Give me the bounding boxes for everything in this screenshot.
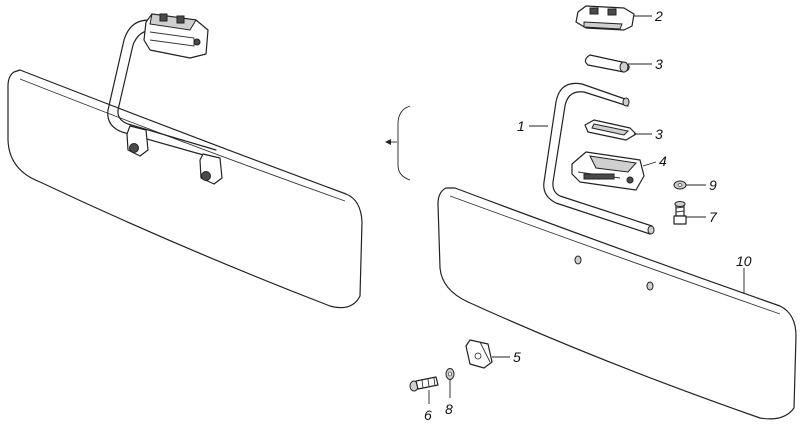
- part-1-rod: [543, 82, 655, 235]
- part-3-sleeve-lower: [584, 119, 637, 141]
- callout-9: 9: [709, 177, 717, 193]
- callout-labels: 2 3 1 3 4 9 7 10 5 6 8: [424, 8, 752, 423]
- part-4-housing: [571, 151, 645, 191]
- assembled-clip-right: [199, 153, 223, 185]
- part-9-washer: [673, 180, 687, 190]
- part-6-screw: [409, 376, 439, 392]
- assembled-rod: [107, 19, 215, 159]
- group-bracket: [385, 105, 411, 181]
- assembled-clip-left: [126, 125, 149, 157]
- leader-lines: [428, 15, 745, 404]
- part-2-bracket: [575, 5, 635, 31]
- part-10-visor-panel: [437, 187, 797, 420]
- assembled-visor-panel: [7, 69, 363, 309]
- callout-10: 10: [736, 253, 752, 269]
- callout-4: 4: [659, 153, 667, 169]
- callout-3-lower: 3: [655, 126, 663, 142]
- callout-5: 5: [513, 349, 521, 365]
- callout-1: 1: [517, 118, 525, 134]
- assembled-sun-visor: [7, 13, 363, 309]
- part-8-washer: [445, 368, 455, 380]
- callout-8: 8: [445, 401, 453, 417]
- part-3-bushing-upper: [584, 54, 630, 73]
- part-5-clip: [465, 339, 493, 369]
- assembled-top-bracket: [143, 13, 209, 59]
- callout-6: 6: [424, 407, 432, 423]
- callout-2: 2: [654, 8, 663, 24]
- part-7-screw: [673, 201, 687, 225]
- callout-3-upper: 3: [655, 56, 663, 72]
- callout-7: 7: [709, 209, 718, 225]
